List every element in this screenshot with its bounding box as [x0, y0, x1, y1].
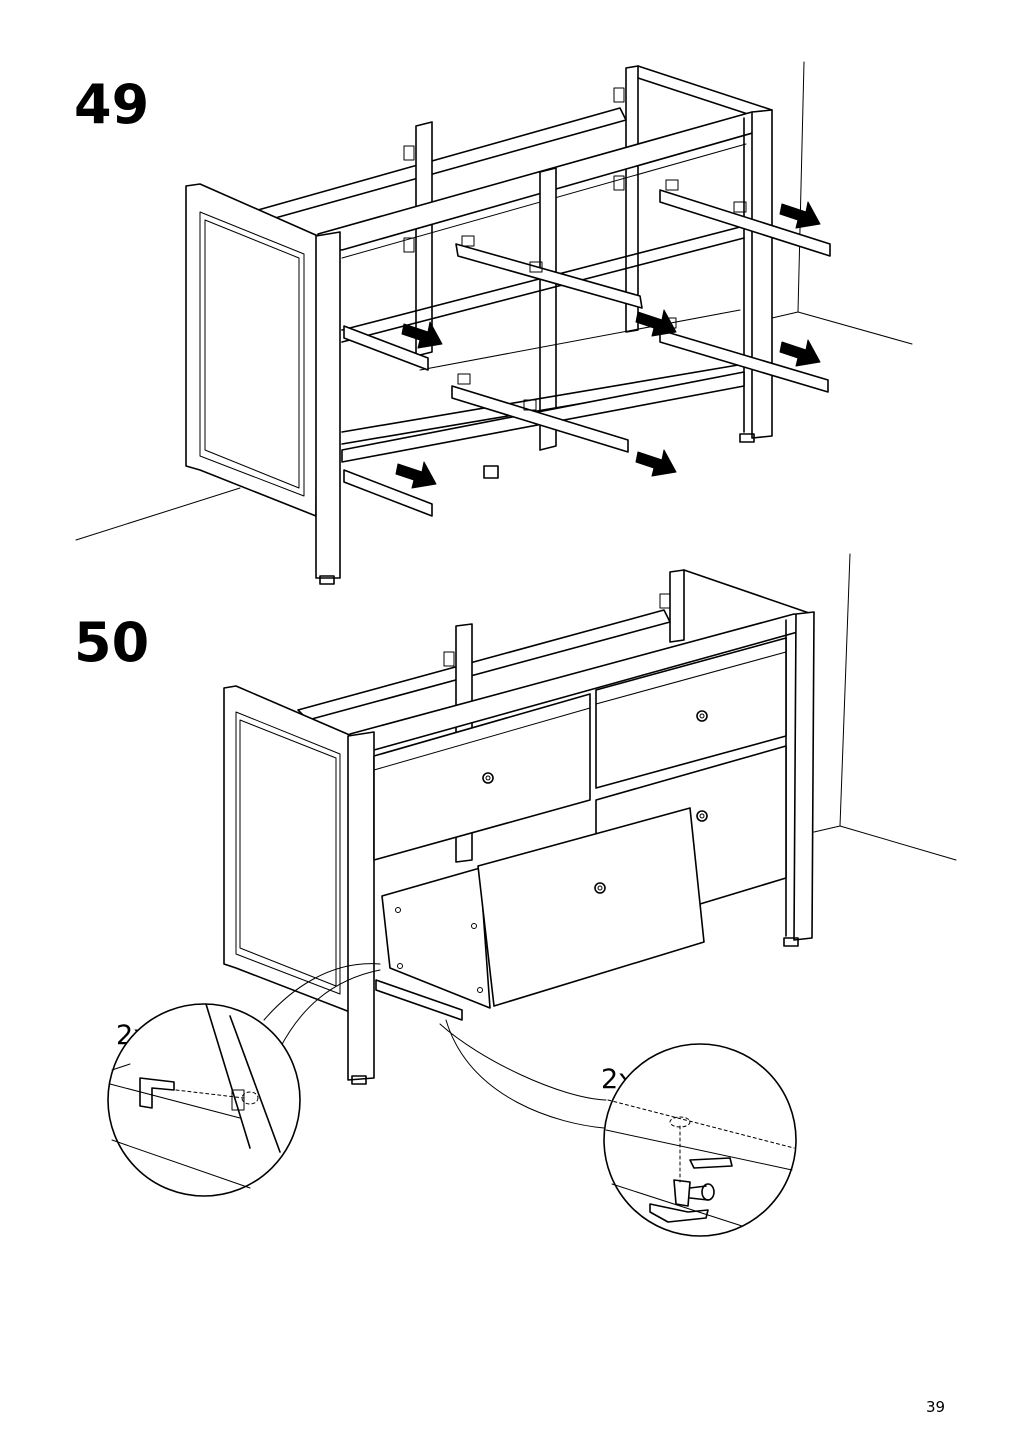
- drawer-runner: [659, 179, 831, 257]
- drawer-runner: [455, 235, 643, 309]
- arrow-right-icon: [779, 201, 821, 229]
- drawer-runner: [451, 373, 629, 453]
- arrow-right-icon: [401, 321, 443, 349]
- drawer-runner: [343, 325, 429, 371]
- drawer-box-side: [381, 867, 491, 1009]
- page-number: 39: [926, 1398, 946, 1416]
- arrow-right-icon: [635, 449, 677, 477]
- drawer-front-upper-right: [595, 637, 787, 789]
- arrow-right-icon: [395, 461, 437, 489]
- step-number-50: 50: [74, 611, 150, 674]
- drawer-front-upper-left: [373, 693, 591, 861]
- drawer-runner: [343, 469, 433, 517]
- drawer-front-tilted: [477, 807, 705, 1007]
- arrow-right-icon: [635, 309, 677, 337]
- step-49-illustration: [75, 61, 913, 585]
- arrow-right-icon: [779, 339, 821, 367]
- bracket-icon: [139, 1077, 175, 1109]
- step-50-illustration: [107, 553, 957, 1237]
- detail-right: [603, 1043, 797, 1237]
- detail-left: [107, 1003, 301, 1197]
- bracket-icon: [649, 1203, 709, 1223]
- step-number-49: 49: [74, 73, 150, 136]
